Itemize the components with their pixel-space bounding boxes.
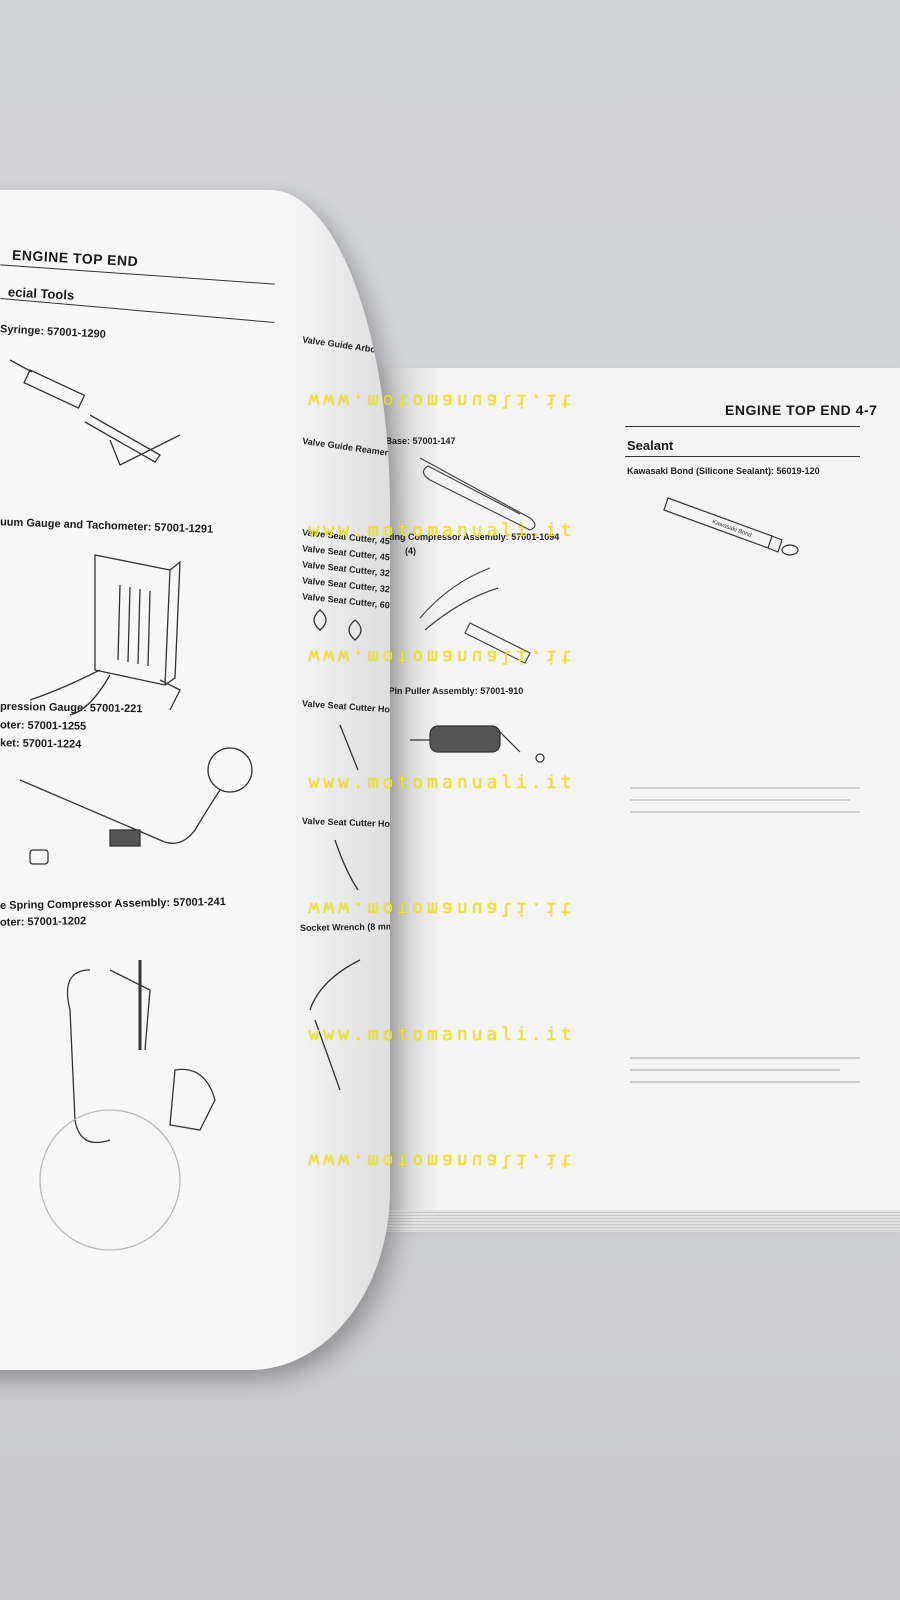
left-page: ENGINE TOP END ecial Tools Syringe: 5700… [0,190,390,1370]
sealant-title: Sealant [627,438,674,453]
right-item-3: (4) [405,546,416,556]
watermark-6: www.motomanuali.it [308,1024,576,1045]
right-item-4: ton Pin Puller Assembly: 57001-910 [372,686,524,696]
watermark-2: www.motomanuali.it [308,520,576,541]
watermark-4: www.motomanuali.it [308,772,576,793]
sealant-tube-drawing: Kawasaki Bond [410,457,860,1083]
watermark-5: www.motomanuali.it [308,898,576,919]
watermark-3: www.motomanuali.it [308,646,576,667]
right-item-2: on Ring Compressor Assembly: 57001-1094 [372,532,560,542]
watermark-1: www.motomanuali.it [308,390,576,411]
right-page-header: ENGINE TOP END 4-7 [725,402,878,418]
page-stack [380,1210,900,1232]
tool-drawings [9,359,362,1251]
watermark-7: www.motomanuali.it [308,1150,576,1171]
sealant-item: Kawasaki Bond (Silicone Sealant): 56019-… [627,466,820,476]
right-item-1: on Base: 57001-147 [372,436,456,446]
right-page: ENGINE TOP END 4-7 Sealant Kawasaki Bond… [372,368,900,1218]
